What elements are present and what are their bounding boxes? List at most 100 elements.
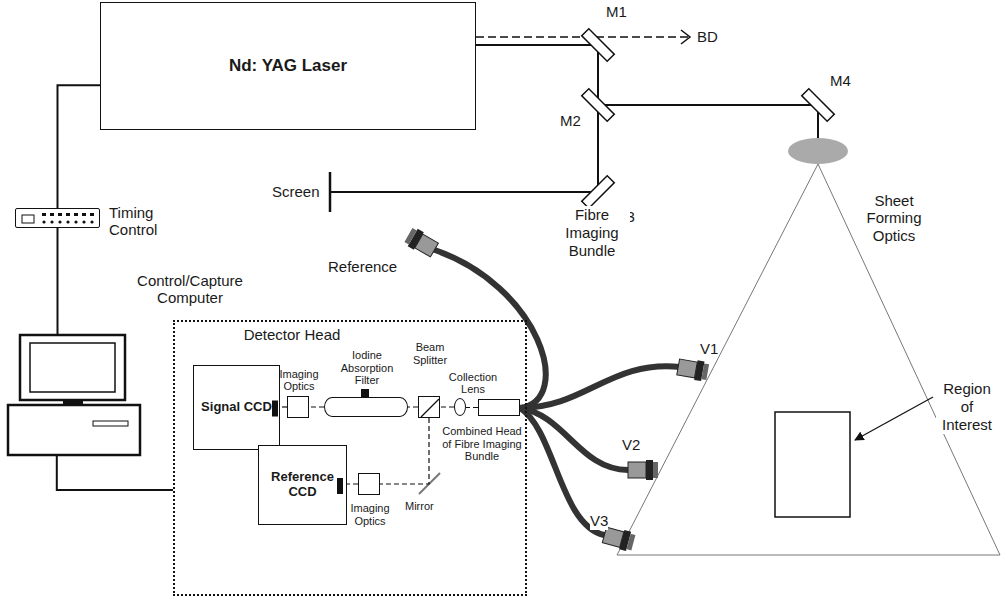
button-dot [66,220,69,223]
signal-ccd: Signal CCD [193,365,280,450]
optical-path [408,406,418,407]
node-text: Signal CCD [201,400,272,415]
light-sheet [617,164,1000,555]
part-label: Imaging Optics [340,502,400,527]
shape-art [8,335,140,455]
beam-line [597,111,599,186]
display-cell [50,213,54,216]
shape-art [288,397,310,419]
camera-head [403,226,439,258]
mirror: M1 [592,39,604,51]
computer-case [8,405,140,455]
computer: Control/Capture Computer [8,335,140,455]
node-text: Nd: YAG Laser [229,56,347,76]
beam-line [57,455,173,490]
ccd-sensor [337,478,343,494]
part-label: M4 [830,72,851,89]
beam-line [58,85,101,208]
mirror-plate [582,176,615,209]
part-label: Iodine Absorption Filter [336,349,398,387]
annotation-label: V3 [590,512,608,530]
detector-head: Detector HeadImaging Optics Iodine Absorp… [173,320,527,596]
node-text: Reference CCD [265,470,340,500]
screen [30,343,115,392]
display-window [22,215,34,223]
optical-path [280,406,287,407]
shape-art [419,397,441,419]
optical-path [380,418,429,484]
beam-line [57,228,59,335]
collection-lens: Collection Lens [454,398,466,416]
filter-stem [361,389,369,397]
camera-head [676,357,709,382]
button-dot [50,220,53,223]
mirror: M3 [592,186,604,198]
fibre [520,408,628,470]
shape-art [812,99,824,111]
part-label: Sheet Forming Optics [858,192,930,244]
display-cell [74,213,78,216]
timing-controller: Timing Control [15,208,100,228]
part-label: Collection Lens [443,371,503,396]
annotation-label: Mirror [405,500,434,513]
annotation-label: V2 [622,436,640,454]
sheet-optics: Sheet Forming Optics [788,138,848,164]
mirror-plate [582,29,615,62]
button-dot [82,220,85,223]
part-label: Detector Head [232,326,352,343]
shape-art [592,39,604,51]
button-dot [90,220,93,223]
part-label: Combined Head of Fibre Imaging Bundle [437,425,527,463]
optical-path [440,406,454,407]
laser-box: Nd: YAG Laser [100,2,476,130]
annotation-label: Screen [272,183,320,201]
mirror-plate [582,89,615,122]
part-label: Timing Control [109,204,171,239]
button-dot [74,220,77,223]
beam-splitter: Beam Splitter [418,396,440,418]
part-label: M1 [606,3,627,20]
imaging-optics: Imaging Optics [287,396,309,418]
mirror-plate [802,89,835,122]
imaging-optics: Imaging Optics [358,473,380,495]
annotation-label: V1 [700,340,718,358]
annotation-label: Region of Interest [936,380,998,434]
display-cell [42,213,46,216]
region-of-interest [775,412,850,517]
beam-line [476,44,592,46]
drive-slot [93,421,128,426]
part-label: Beam Splitter [405,341,455,366]
shape-art [592,186,604,198]
display-cell [58,213,62,216]
optical-path [309,406,324,407]
annotation-label: Reference [328,258,397,276]
shape-art [359,474,381,496]
beam-line [604,104,812,106]
fibre [520,366,680,408]
part-label: M2 [560,112,581,129]
fibre-head: Combined Head of Fibre Imaging Bundle [478,399,520,416]
optical-path [466,407,478,408]
splitter-face [421,399,439,417]
shape-art [325,398,409,418]
button-dot [42,220,45,223]
shape-art [455,399,467,417]
beam-line [817,111,819,138]
shape-art [16,209,101,229]
lens-ellipse [788,138,848,164]
iodine-filter: Iodine Absorption Filter [324,397,408,417]
beam-line [597,51,599,99]
screen-beam [330,191,592,193]
display-cell [66,213,70,216]
button-dot [58,220,61,223]
optical-path [347,483,358,484]
camera-head [628,460,658,480]
mirror: M4 [812,99,824,111]
display-cell [90,213,94,216]
shape-art [788,138,848,164]
shape-art [592,99,604,111]
fibre [432,249,546,408]
beam-dump-head [681,30,690,44]
mirror: M2 [592,99,604,111]
ccd-sensor [272,401,278,417]
